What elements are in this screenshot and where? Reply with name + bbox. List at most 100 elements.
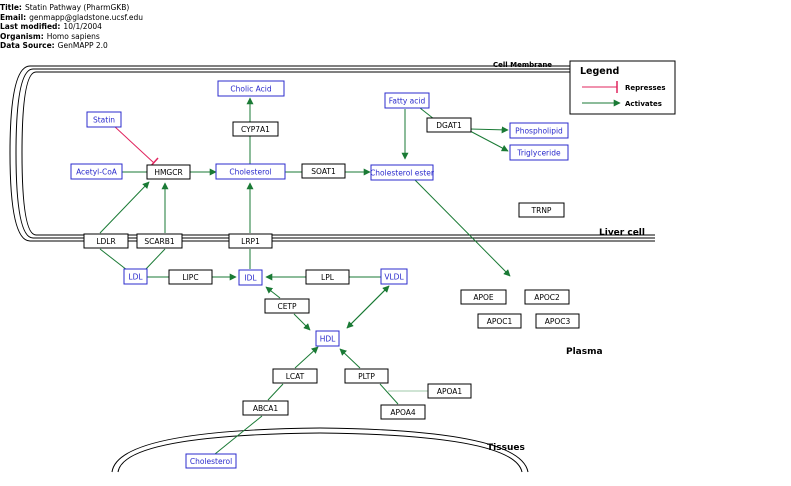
modified-label: Last modified: <box>0 22 61 32</box>
node-label: Cholesterol <box>190 457 232 466</box>
node-soat1[interactable]: SOAT1 <box>301 163 346 179</box>
node-apoc2[interactable]: APOC2 <box>524 289 570 305</box>
email-row: Email:genmapp@gladstone.ucsf.edu <box>0 13 143 23</box>
pathway-header: Title:Statin Pathway (PharmGKB) Email:ge… <box>0 3 143 51</box>
node-cyp7a1[interactable]: CYP7A1 <box>232 121 279 137</box>
tissue-membrane <box>111 427 529 473</box>
node-label: Fatty acid <box>389 97 426 106</box>
node-label: HMGCR <box>154 168 182 177</box>
edge-fattyacid-dgat1 <box>419 107 435 120</box>
edge-ldlr-hmgcr <box>99 181 150 234</box>
node-apoc3[interactable]: APOC3 <box>535 313 580 329</box>
region-tissues: Tissues <box>487 443 525 453</box>
node-label: PLTP <box>358 372 375 381</box>
legend: Legend Represses Activates <box>569 60 676 115</box>
node-apoe[interactable]: APOE <box>460 289 507 305</box>
edge-cetp-idl <box>265 286 281 299</box>
source-row: Data Source:GenMAPP 2.0 <box>0 41 143 51</box>
node-cetp[interactable]: CETP <box>264 298 310 314</box>
node-acetyl-coa[interactable]: Acetyl-CoA <box>70 163 123 180</box>
node-label: Cholesterol ester <box>370 169 435 178</box>
node-label: LDL <box>128 273 143 282</box>
region-cell-membrane: Cell Membrane <box>493 61 552 69</box>
edge-ester-plasma <box>414 179 511 277</box>
node-label: CETP <box>277 302 297 311</box>
edge-abca1-lcat <box>267 383 284 401</box>
node-label: IDL <box>244 274 257 283</box>
edge-ldlr-ldl <box>99 248 128 271</box>
node-label: VLDL <box>384 273 404 282</box>
node-ldlr[interactable]: LDLR <box>83 233 129 249</box>
node-label: Acetyl-CoA <box>76 168 118 177</box>
edge-vldl-hdl <box>346 285 390 329</box>
modified-value: 10/1/2004 <box>63 22 102 32</box>
node-label: Phospholipid <box>515 127 563 136</box>
node-label: LIPC <box>182 273 198 282</box>
nodes: Cholic Acid CYP7A1 Statin Fatty acid DGA… <box>70 80 580 469</box>
node-label: Cholesterol <box>229 168 271 177</box>
node-label: APOC3 <box>545 317 571 326</box>
organism-row: Organism:Homo sapiens <box>0 32 143 42</box>
email-value: genmapp@gladstone.ucsf.edu <box>29 12 143 22</box>
legend-represses-label: Represses <box>625 84 666 92</box>
node-apoa1[interactable]: APOA1 <box>427 383 472 399</box>
edge-pltp-apoa4 <box>379 383 399 405</box>
node-scarb1[interactable]: SCARB1 <box>136 233 183 249</box>
modified-row: Last modified:10/1/2004 <box>0 22 143 32</box>
node-label: Cholic Acid <box>230 85 271 94</box>
node-label: LCAT <box>286 372 305 381</box>
node-label: APOC1 <box>487 317 513 326</box>
node-hmgcr[interactable]: HMGCR <box>146 164 191 180</box>
node-label: APOE <box>473 293 494 302</box>
node-lpl[interactable]: LPL <box>305 269 350 285</box>
node-label: APOA4 <box>390 408 416 417</box>
edges <box>99 97 511 455</box>
source-label: Data Source: <box>0 41 55 51</box>
edge-cholesterol-abca1 <box>214 415 263 455</box>
node-label: APOA1 <box>437 387 463 396</box>
node-label: ABCA1 <box>253 404 279 413</box>
node-apoa4[interactable]: APOA4 <box>380 404 426 420</box>
node-label: LDLR <box>96 237 115 246</box>
node-trnp[interactable]: TRNP <box>518 202 565 218</box>
node-fatty-acid[interactable]: Fatty acid <box>384 92 430 109</box>
node-phospholipid[interactable]: Phospholipid <box>509 122 569 139</box>
node-cholesterol[interactable]: Cholesterol <box>215 163 286 180</box>
title-row: Title:Statin Pathway (PharmGKB) <box>0 3 143 13</box>
edge-dgat1-triglyceride <box>469 130 509 152</box>
edge-cetp-hdl <box>293 313 311 331</box>
edge-statin-hmgcr <box>113 125 155 164</box>
node-tissue-cholesterol[interactable]: Cholesterol <box>185 453 237 469</box>
node-cholic-acid[interactable]: Cholic Acid <box>217 80 285 97</box>
node-statin[interactable]: Statin <box>86 111 122 128</box>
node-label: Triglyceride <box>516 149 561 158</box>
node-label: APOC2 <box>534 293 560 302</box>
node-label: TRNP <box>531 206 552 215</box>
organism-value: Homo sapiens <box>46 31 100 41</box>
node-label: CYP7A1 <box>241 125 270 134</box>
source-value: GenMAPP 2.0 <box>57 41 108 51</box>
edge-dgat1-phospholipid <box>469 126 509 134</box>
node-dgat1[interactable]: DGAT1 <box>426 117 472 133</box>
region-liver-cell: Liver cell <box>599 228 645 238</box>
organism-label: Organism: <box>0 31 44 41</box>
node-hdl[interactable]: HDL <box>315 330 340 347</box>
node-abca1[interactable]: ABCA1 <box>242 400 289 416</box>
node-idl[interactable]: IDL <box>238 269 263 286</box>
node-label: Statin <box>93 116 115 125</box>
node-cholesterol-ester[interactable]: Cholesterol ester <box>370 164 435 181</box>
node-pltp[interactable]: PLTP <box>344 368 389 384</box>
node-lcat[interactable]: LCAT <box>272 368 318 384</box>
node-ldl[interactable]: LDL <box>123 268 148 285</box>
edge-pltp-hdl <box>339 348 361 369</box>
edge-scarb1-ldl <box>144 248 166 271</box>
node-label: SOAT1 <box>311 167 336 176</box>
node-vldl[interactable]: VLDL <box>380 268 408 285</box>
node-label: DGAT1 <box>436 121 462 130</box>
node-lrp1[interactable]: LRP1 <box>228 233 273 249</box>
region-plasma: Plasma <box>566 347 603 357</box>
node-triglyceride[interactable]: Triglyceride <box>509 144 569 161</box>
node-lipc[interactable]: LIPC <box>168 269 213 285</box>
node-apoc1[interactable]: APOC1 <box>477 313 522 329</box>
